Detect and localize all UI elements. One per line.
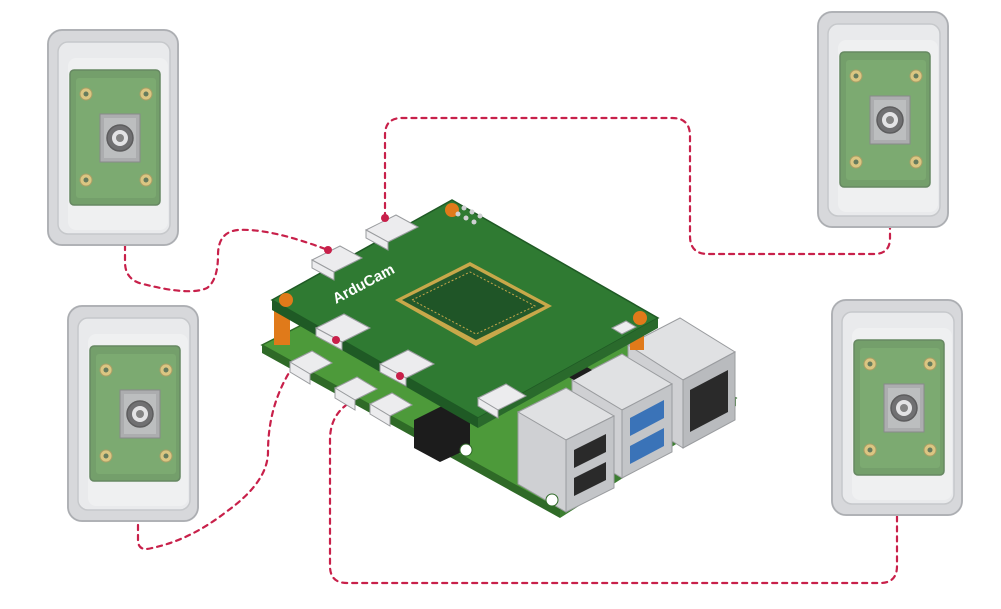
camera-module-top-right: [817, 11, 949, 228]
black-connector: [414, 405, 470, 462]
cable-top-right: [383, 116, 892, 256]
camera-module-top-left: [47, 29, 179, 246]
processor-chip: [395, 262, 552, 346]
adapter-csi-connectors: [310, 214, 528, 419]
main-board-assembly: ArduCam: [260, 199, 738, 518]
usb2-port: [516, 387, 616, 513]
camera-module-bottom-left: [67, 305, 199, 522]
host-csi-connectors: [288, 350, 414, 427]
cable-endpoints: [324, 214, 404, 380]
cable-top-left: [123, 213, 330, 293]
camera-module-bottom-right: [831, 299, 963, 516]
header-pins: [455, 205, 483, 225]
